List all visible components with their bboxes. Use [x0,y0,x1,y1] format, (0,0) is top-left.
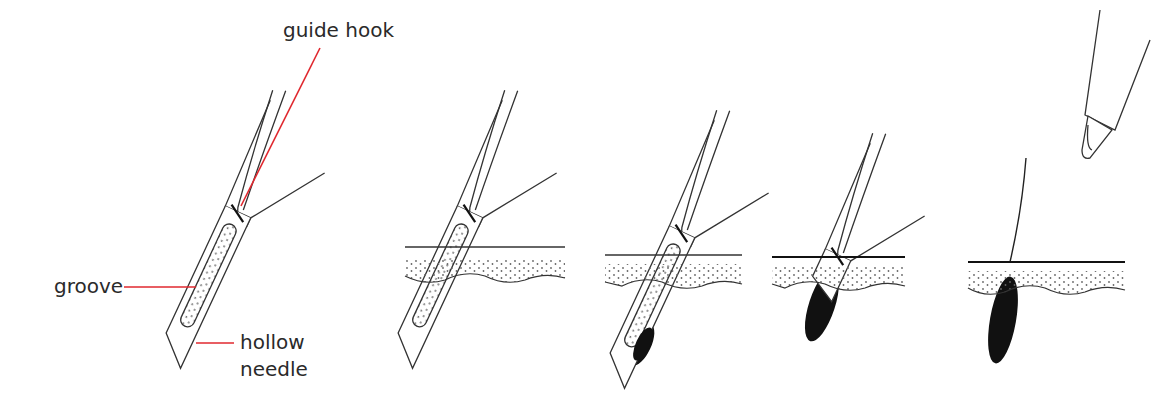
part-label: groove [54,273,154,300]
part-label: hollow needle [240,329,316,383]
skin [405,247,565,282]
part-label: guide hook [283,17,443,44]
